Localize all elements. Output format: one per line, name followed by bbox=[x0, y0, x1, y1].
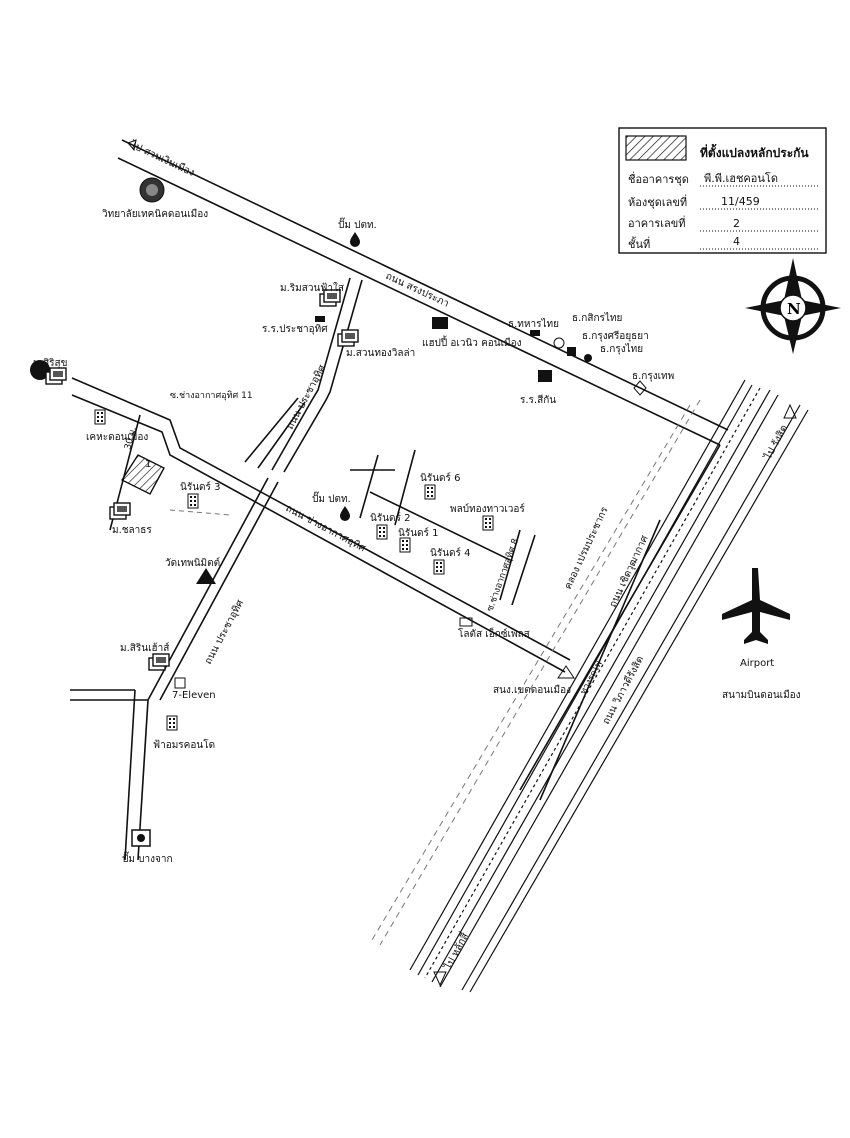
target-plot-marker: 1 bbox=[120, 454, 165, 495]
road-label-to-rangsit: ไป รังสิต bbox=[762, 423, 791, 463]
bank-icon bbox=[530, 330, 540, 336]
place-8: ธ.กรุงศรีอยุธยา bbox=[582, 330, 649, 342]
legend-value-3: 4 bbox=[733, 235, 740, 248]
college-icon-inner bbox=[146, 184, 158, 196]
place-13: เคหะดอนเมือง bbox=[86, 431, 148, 443]
building-icon bbox=[166, 715, 178, 731]
building-icon bbox=[187, 493, 199, 509]
bank-icon bbox=[584, 354, 592, 362]
arrow-left-icon bbox=[127, 139, 137, 152]
place-28: ปั๊ม บางจาก bbox=[122, 851, 173, 865]
place-27: ฟ้าอมรคอนโด bbox=[153, 738, 215, 751]
place-16: ปั๊ม ปตท. bbox=[312, 491, 351, 505]
place-9: ธ.กรุงไทย bbox=[600, 343, 643, 355]
road-label-chet: ถนน เชิดวุฒากาศ bbox=[608, 533, 651, 609]
place-18: พลบ์ทองทาวเวอร์ bbox=[450, 503, 525, 515]
school-flag-icon bbox=[315, 316, 325, 322]
place-23: โลตัส เอ็กซ์เพลส bbox=[458, 626, 530, 640]
building-icon bbox=[424, 484, 436, 500]
place-15: นิรันดร์ 3 bbox=[180, 481, 220, 493]
road-label-soi-11: ซ.ช่างอากาศอุทิศ 11 bbox=[170, 390, 253, 401]
place-10: ธ.กรุงเทพ bbox=[632, 371, 674, 382]
school-flag-icon bbox=[538, 370, 552, 382]
place-7: ธ.กสิกรไทย bbox=[572, 312, 622, 324]
legend-title: ที่ตั้งแปลงหลักประกัน bbox=[700, 143, 809, 160]
legend-label-0: ชื่ออาคารชุด bbox=[628, 171, 689, 186]
gas-drop-icon bbox=[340, 506, 350, 521]
airport-label-th: สนามบินดอนเมือง bbox=[722, 689, 801, 701]
building-icon bbox=[94, 409, 106, 425]
place-1: ปั๊ม ปตท. bbox=[338, 217, 377, 231]
legend-value-2: 2 bbox=[733, 217, 740, 230]
legend-value-0: พี.พี.เฮชคอนโด bbox=[704, 171, 778, 185]
compass-letter: N bbox=[787, 300, 801, 318]
place-6: ธ.ทหารไทย bbox=[508, 318, 559, 330]
place-0: วิทยาลัยเทคนิคดอนเมือง bbox=[102, 208, 209, 220]
road-network bbox=[70, 139, 729, 946]
road-label-soi-8: ซ.ช่างอากาศอุทิศ 8 bbox=[484, 537, 521, 613]
housing-icon bbox=[30, 360, 50, 380]
housing-icon bbox=[109, 502, 131, 520]
bank-icon bbox=[633, 380, 647, 396]
place-25: ม.สิรินเฮ้าส์ bbox=[120, 642, 169, 654]
place-21: นิรันดร์ 4 bbox=[430, 547, 470, 559]
bank-icon bbox=[567, 347, 576, 356]
place-26: 7-Eleven bbox=[172, 690, 216, 701]
road-label-chang-akat: ถนน ช่างอากาศอุทิศ bbox=[284, 503, 368, 555]
store-icon bbox=[432, 317, 448, 329]
road-label-to-suan: ไป สวนเงินเมือง bbox=[128, 138, 197, 179]
place-5: แฮปปี้ อเวนิว คอนเมือง bbox=[422, 335, 522, 349]
building-icon bbox=[376, 524, 388, 540]
bank-icon bbox=[553, 337, 565, 349]
place-3: ร.ร.ประชาอุทิศ bbox=[262, 324, 328, 335]
hatch-swatch-icon bbox=[625, 135, 687, 161]
road-label-prachauthit: ถนน ประชาอุทิศ bbox=[285, 363, 329, 432]
store-icon bbox=[174, 677, 186, 689]
airport-label-en: Airport bbox=[740, 658, 774, 669]
legend-label-2: อาคารเลขที่ bbox=[628, 215, 686, 230]
road-label-rail: ทางรถไฟ bbox=[578, 659, 605, 696]
place-22: วัดเทพนิมิตต์ bbox=[165, 557, 220, 569]
place-2: ม.ริมสวนฟ้าใส bbox=[280, 282, 344, 294]
place-17: นิรันดร์ 6 bbox=[420, 472, 460, 484]
legend-value-1: 11/459 bbox=[721, 195, 760, 208]
office-icon bbox=[557, 665, 575, 679]
place-14: ม.ชลาธร bbox=[112, 525, 152, 536]
place-19: นิรันดร์ 2 bbox=[370, 512, 410, 524]
target-marker-label: 1 bbox=[145, 459, 151, 470]
building-icon bbox=[433, 559, 445, 575]
place-12: ม.ศิริสุข bbox=[33, 358, 67, 369]
housing-icon bbox=[337, 329, 359, 347]
temple-icon bbox=[196, 568, 216, 584]
place-11: ร.ร.สีกัน bbox=[520, 394, 556, 406]
place-24: สนง.เขตดอนเมือง bbox=[493, 684, 571, 696]
legend-box: ที่ตั้งแปลงหลักประกัน ชื่ออาคารชุด พี.พี… bbox=[618, 127, 827, 254]
building-icon bbox=[482, 515, 494, 531]
legend-label-3: ชั้นที่ bbox=[628, 236, 650, 251]
building-icon bbox=[399, 537, 411, 553]
store-icon bbox=[459, 617, 473, 627]
place-4: ม.สวนทองวิลล่า bbox=[346, 348, 415, 359]
road-label-viphavadi: ถนน วิภาวดีรังสิต bbox=[600, 654, 646, 726]
gas-station-icon-dot bbox=[137, 834, 145, 842]
gas-drop-icon bbox=[350, 232, 360, 247]
legend-label-1: ห้องชุดเลขที่ bbox=[628, 194, 687, 209]
road-label-to-laksi: ไป หลักสี่ bbox=[440, 930, 471, 972]
compass-icon: N bbox=[745, 258, 841, 354]
arrow-up-icon bbox=[783, 403, 797, 419]
place-20: นิรันดร์ 1 bbox=[398, 527, 438, 539]
airplane-icon bbox=[722, 568, 790, 644]
railway-and-highway bbox=[409, 379, 809, 993]
arrow-down-icon bbox=[433, 971, 447, 987]
